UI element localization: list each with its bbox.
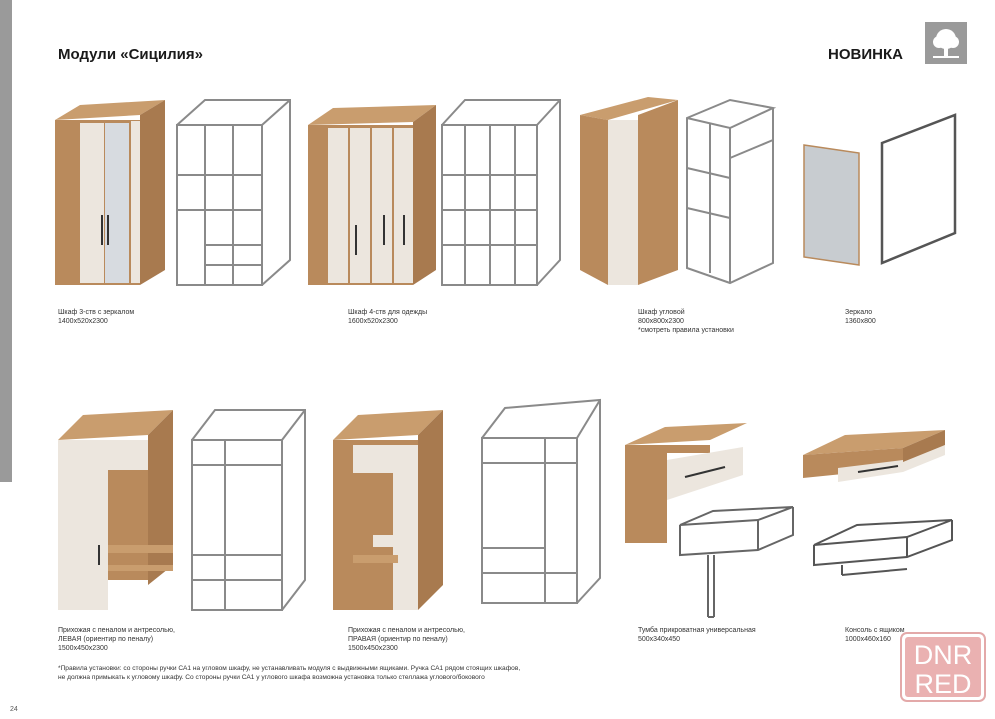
item-size: 500x340x450 <box>638 636 681 643</box>
corner-wardrobe-frame-image <box>686 98 777 285</box>
console-frame-image <box>813 519 953 576</box>
item-name: Зеркало <box>845 309 873 316</box>
wardrobe-3-door-frame-image <box>176 99 291 286</box>
item-caption: Тумба прикроватная универсальная 500x340… <box>638 626 756 644</box>
mirror-image <box>803 144 860 266</box>
hallway-left-frame-image <box>191 409 306 611</box>
item-name: Прихожая с пеналом и антресолью, <box>348 627 465 634</box>
item-size: 1360x800 <box>845 318 876 325</box>
item-caption: Шкаф 4-ств для одежды 1600x520x2300 <box>348 308 427 326</box>
item-size: 800x800x2300 <box>638 318 684 325</box>
item-caption: Шкаф 3-ств с зеркалом 1400x520x2300 <box>58 308 134 326</box>
item-note: *смотреть правила установки <box>638 327 734 334</box>
page-number: 24 <box>10 706 18 713</box>
bedside-table-image <box>625 423 747 543</box>
item-name: Шкаф 4-ств для одежды <box>348 309 428 316</box>
wardrobe-4-door-image <box>308 105 436 285</box>
side-bar <box>0 0 12 482</box>
watermark-logo: DNR RED <box>900 632 986 702</box>
item-name: Консоль с ящиком <box>845 627 905 634</box>
item-name: Тумба прикроватная универсальная <box>638 627 756 634</box>
item-size: 1500x450x2300 <box>58 645 108 652</box>
item-caption: Прихожая с пеналом и антресолью, ЛЕВАЯ (… <box>58 626 175 653</box>
item-caption: Шкаф угловой 800x800x2300 *смотреть прав… <box>638 308 734 335</box>
item-size: 1600x520x2300 <box>348 318 398 325</box>
new-badge: НОВИНКА <box>828 46 903 63</box>
hallway-right-frame-image <box>481 398 601 604</box>
wardrobe-3-door-image <box>55 100 165 285</box>
mirror-frame-image <box>880 113 957 265</box>
svg-text:RED: RED <box>914 669 971 699</box>
page-title: Модули «Сицилия» <box>58 46 203 63</box>
footnote-line: не должна примыкать к угловому шкафу. Со… <box>58 674 485 681</box>
wardrobe-4-door-frame-image <box>441 99 561 286</box>
corner-wardrobe-image <box>580 97 678 285</box>
installation-footnote: *Правила установки: со стороны ручки СА1… <box>58 664 578 682</box>
item-name: Шкаф 3-ств с зеркалом <box>58 309 135 316</box>
footnote-line: *Правила установки: со стороны ручки СА1… <box>58 665 521 672</box>
bedside-table-frame-image <box>679 506 794 618</box>
item-size: 1500x450x2300 <box>348 645 398 652</box>
item-subtitle: ПРАВАЯ (ориентир по пеналу) <box>348 636 448 643</box>
tree-logo-icon <box>925 22 967 64</box>
item-name: Шкаф угловой <box>638 309 685 316</box>
console-image <box>803 430 945 482</box>
hallway-left-image <box>58 410 173 610</box>
item-caption: Прихожая с пеналом и антресолью, ПРАВАЯ … <box>348 626 465 653</box>
item-name: Прихожая с пеналом и антресолью, <box>58 627 175 634</box>
svg-text:DNR: DNR <box>914 640 973 670</box>
item-subtitle: ЛЕВАЯ (ориентир по пеналу) <box>58 636 154 643</box>
item-size: 1000x460x160 <box>845 636 891 643</box>
item-caption: Зеркало 1360x800 <box>845 308 876 326</box>
item-caption: Консоль с ящиком 1000x460x160 <box>845 626 905 644</box>
hallway-right-image <box>333 410 443 610</box>
item-size: 1400x520x2300 <box>58 318 108 325</box>
